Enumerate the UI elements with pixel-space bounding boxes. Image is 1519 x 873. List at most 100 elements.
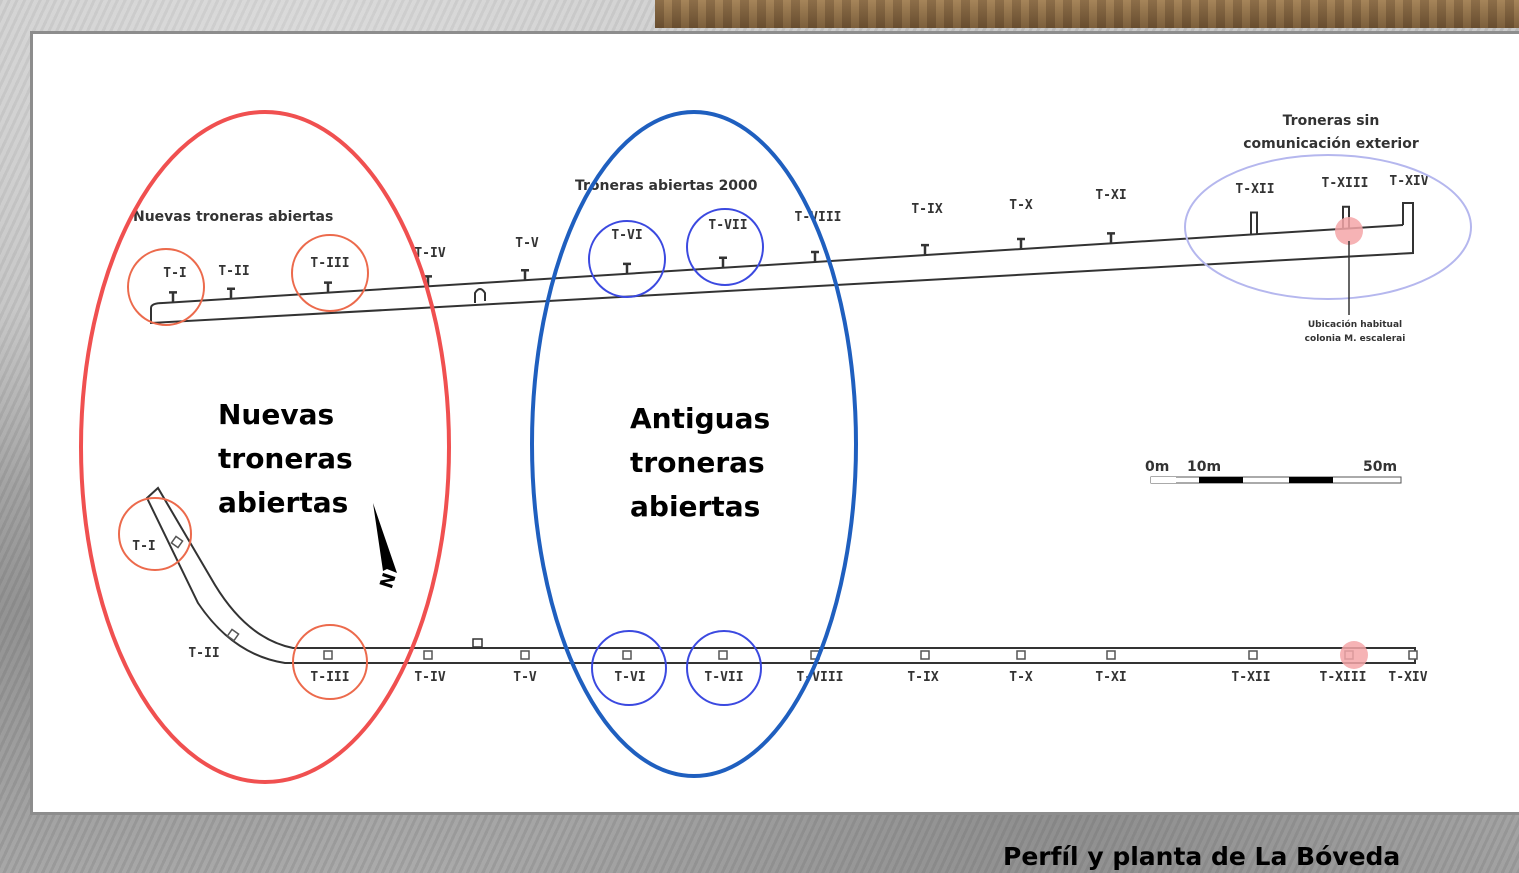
profile-shaft <box>1250 211 1258 235</box>
circle-plan-t-vii <box>686 630 762 706</box>
plan-labels: T-I T-II T-III T-IV T-V T-VI T-VII T-VIII T-IX T-… <box>132 539 1427 685</box>
circle-plan-t-vi <box>591 630 667 706</box>
profile-end-shaft <box>1402 202 1414 230</box>
circle-plan-t-i <box>118 497 192 571</box>
profile-label: T-IV <box>414 246 445 261</box>
plan-mark <box>170 535 184 549</box>
region-new-label-1: Nuevas <box>218 398 334 431</box>
profile-stub <box>719 256 727 268</box>
boveda-diagram: T-I T-II T-III T-IV T-V T-VI T-VII T-VIII T-IX T-… <box>79 110 1472 784</box>
no-communication-ellipse <box>1184 154 1472 300</box>
note-new-embrasures: Nuevas troneras abiertas <box>133 209 333 225</box>
region-old-label-1: Antiguas <box>630 402 770 435</box>
profile-stub <box>169 291 177 303</box>
top-photo-strip <box>655 0 1519 28</box>
scale-label-0: 0m <box>1145 459 1169 475</box>
plan-side-feature <box>472 638 483 648</box>
plan-label: T-V <box>513 670 537 685</box>
profile-stub <box>921 243 929 256</box>
profile-label: T-VIII <box>795 210 842 225</box>
profile-label: T-XIII <box>1322 176 1369 191</box>
plan-label: T-VIII <box>797 670 844 685</box>
profile-label: T-VI <box>611 228 642 243</box>
plan-mark <box>1408 650 1418 660</box>
plan-label: T-II <box>188 646 219 661</box>
note-no-communication-1: Troneras sin <box>1283 113 1380 129</box>
plan-mark <box>920 650 930 660</box>
region-new-embrasures <box>79 110 451 784</box>
profile-arch-feature <box>474 288 486 303</box>
region-new-label-3: abiertas <box>218 486 348 519</box>
region-new-label-2: troneras <box>218 442 353 475</box>
scale-seg-2 <box>1199 477 1243 483</box>
plan-mark <box>423 650 433 660</box>
profile-label: T-I <box>163 266 186 281</box>
plan-gallery-outline <box>145 486 1416 664</box>
plan-label: T-IV <box>414 670 445 685</box>
profile-label: T-XIV <box>1389 174 1428 189</box>
plan-label: T-XIII <box>1320 670 1367 685</box>
plan-embrasure-marks <box>170 535 1418 660</box>
profile-stub <box>521 268 529 281</box>
profile-label: T-X <box>1009 198 1033 213</box>
caption: Perfíl y planta de La Bóveda <box>1003 842 1401 871</box>
scale-label-50: 50m <box>1363 459 1397 475</box>
scale-bar: 0m 10m 50m <box>1145 459 1402 484</box>
plan-section: T-I T-II T-III T-IV T-V T-VI T-VII T-VIII T-IX T-… <box>132 486 1428 685</box>
plan-label: T-X <box>1009 670 1033 685</box>
profile-label: T-II <box>218 264 249 279</box>
plan-label: T-III <box>310 670 349 685</box>
plan-mark <box>622 650 632 660</box>
plan-mark <box>1106 650 1116 660</box>
profile-roof-line <box>162 224 1404 304</box>
profile-label: T-XI <box>1095 188 1126 203</box>
plan-label: T-IX <box>907 670 938 685</box>
scale-seg-1 <box>1151 477 1176 483</box>
scale-seg-3 <box>1289 477 1333 483</box>
north-label: N <box>376 570 401 591</box>
colony-highlight-profile <box>1335 217 1363 245</box>
plan-label: T-VI <box>614 670 645 685</box>
region-old-label-2: troneras <box>630 446 765 479</box>
scale-bar-frame <box>1150 476 1402 484</box>
profile-label: T-IX <box>911 202 942 217</box>
circle-profile-t-i <box>127 248 205 326</box>
plan-label: T-XIV <box>1388 670 1427 685</box>
region-old-embrasures <box>530 110 858 778</box>
note-no-communication-2: comunicación exterior <box>1243 136 1419 152</box>
note-embrasures-2000: Troneras abiertas 2000 <box>575 178 758 194</box>
profile-label: T-V <box>515 236 539 251</box>
circle-profile-t-iii <box>291 234 369 312</box>
small-circles <box>118 208 764 706</box>
profile-label: T-VII <box>708 218 747 233</box>
profile-label: T-XII <box>1235 182 1274 197</box>
plan-label: T-I <box>132 539 155 554</box>
diagram-panel: T-I T-II T-III T-IV T-V T-VI T-VII T-VIII T-IX T-… <box>30 31 1519 815</box>
profile-stub <box>227 287 235 299</box>
north-arrow: N <box>373 503 401 591</box>
profile-stub <box>1107 232 1115 244</box>
plan-label: T-XI <box>1095 670 1126 685</box>
note-colony-1: Ubicación habitual <box>1308 319 1402 330</box>
circle-plan-t-iii <box>292 624 368 700</box>
region-old-label-3: abiertas <box>630 490 760 523</box>
colony-highlight-plan <box>1340 641 1368 669</box>
circle-profile-t-vii <box>686 208 764 286</box>
profile-floor-outline <box>150 230 1414 325</box>
profile-embrasure-stubs <box>169 205 1350 303</box>
profile-stub <box>623 262 631 274</box>
plan-label: T-VII <box>704 670 743 685</box>
profile-stub <box>811 250 819 262</box>
scale-label-10: 10m <box>1187 459 1221 475</box>
north-arrow-icon <box>373 503 397 573</box>
circle-profile-t-vi <box>588 220 666 298</box>
plan-label: T-XII <box>1231 670 1270 685</box>
plan-mark <box>718 650 728 660</box>
plan-mark <box>1248 650 1258 660</box>
plan-mark <box>1016 650 1026 660</box>
plan-mark <box>520 650 530 660</box>
plan-mark <box>226 628 240 642</box>
plan-mark <box>323 650 333 660</box>
